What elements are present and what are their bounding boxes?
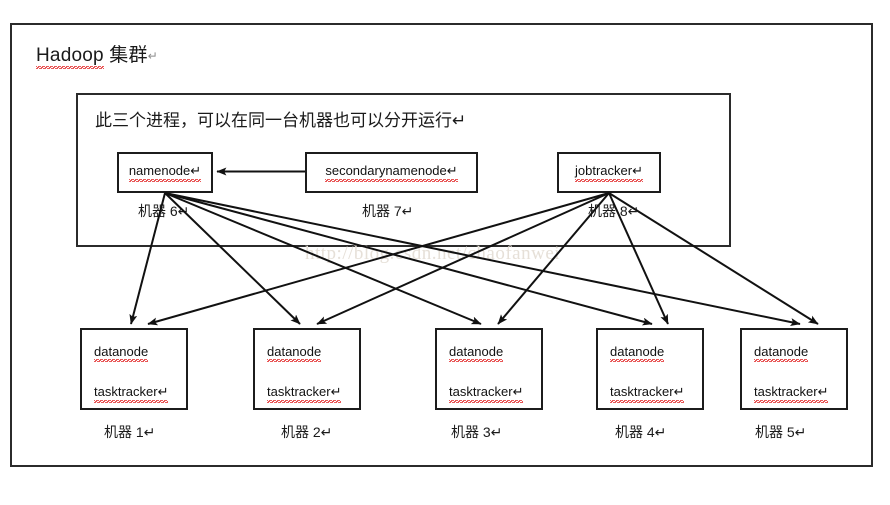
worker-box-4[interactable]: datanode tasktracker↵ [596,328,704,410]
worker-box-5[interactable]: datanode tasktracker↵ [740,328,848,410]
worker-label-datanode: datanode [754,344,809,362]
process-box-jobtracker[interactable]: jobtracker↵ [557,152,661,193]
worker-box-1[interactable]: datanode tasktracker↵ [80,328,188,410]
machine-label-worker-1: 机器 1↵ [104,424,156,440]
page-title-latin: Hadoop [36,45,104,69]
cluster-outer-frame [10,23,873,467]
page-title: Hadoop 集群↵ [36,40,158,69]
worker-box-3[interactable]: datanode tasktracker↵ [435,328,543,410]
process-label-secondarynamenode: secondarynamenode↵ [325,163,458,182]
worker-label-tasktracker: tasktracker↵ [267,384,342,403]
pilcrow-mark: ↵ [147,48,158,63]
worker-label-tasktracker: tasktracker↵ [610,384,685,403]
machine-label-secondarynamenode: 机器 7↵ [362,203,414,219]
process-label-jobtracker: jobtracker↵ [575,163,643,182]
machine-label-namenode: 机器 6↵ [138,203,190,219]
page-title-cjk: 集群 [103,45,148,66]
process-box-secondarynamenode[interactable]: secondarynamenode↵ [305,152,478,193]
worker-label-datanode: datanode [94,344,149,362]
process-label-namenode: namenode↵ [128,163,202,182]
worker-label-datanode: datanode [267,344,322,362]
machine-label-worker-4: 机器 4↵ [615,424,667,440]
worker-label-datanode: datanode [449,344,504,362]
worker-label-tasktracker: tasktracker↵ [754,384,829,403]
worker-label-datanode: datanode [610,344,665,362]
master-processes-note: 此三个进程，可以在同一台机器也可以分开运行↵ [95,111,467,130]
worker-label-tasktracker: tasktracker↵ [94,384,169,403]
machine-label-worker-3: 机器 3↵ [451,424,503,440]
machine-label-worker-2: 机器 2↵ [281,424,333,440]
process-box-namenode[interactable]: namenode↵ [117,152,213,193]
worker-box-2[interactable]: datanode tasktracker↵ [253,328,361,410]
worker-label-tasktracker: tasktracker↵ [449,384,524,403]
machine-label-worker-5: 机器 5↵ [755,424,807,440]
machine-label-jobtracker: 机器 8↵ [588,203,640,219]
